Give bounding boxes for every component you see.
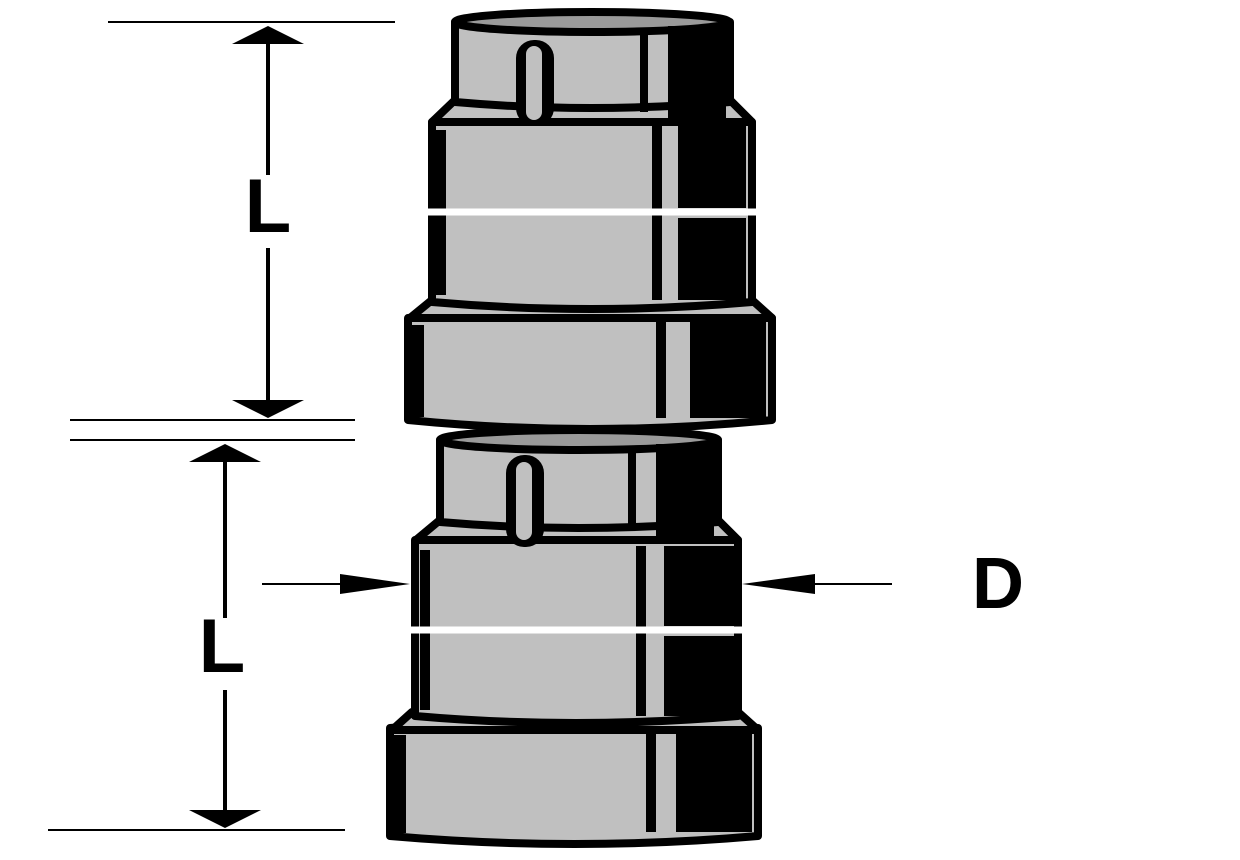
- lower-length-dimension: [189, 444, 261, 828]
- lower-shading: [394, 444, 752, 833]
- diameter-label: D: [972, 544, 1024, 624]
- diameter-dimension: [262, 574, 892, 594]
- upper-length-dimension: [232, 26, 304, 418]
- upper-top-rim: [451, 8, 733, 36]
- lower-top-rim: [436, 426, 722, 454]
- dimension-lines: [48, 21, 395, 831]
- upper-length-label: L: [245, 164, 291, 249]
- lower-length-label: L: [199, 604, 245, 689]
